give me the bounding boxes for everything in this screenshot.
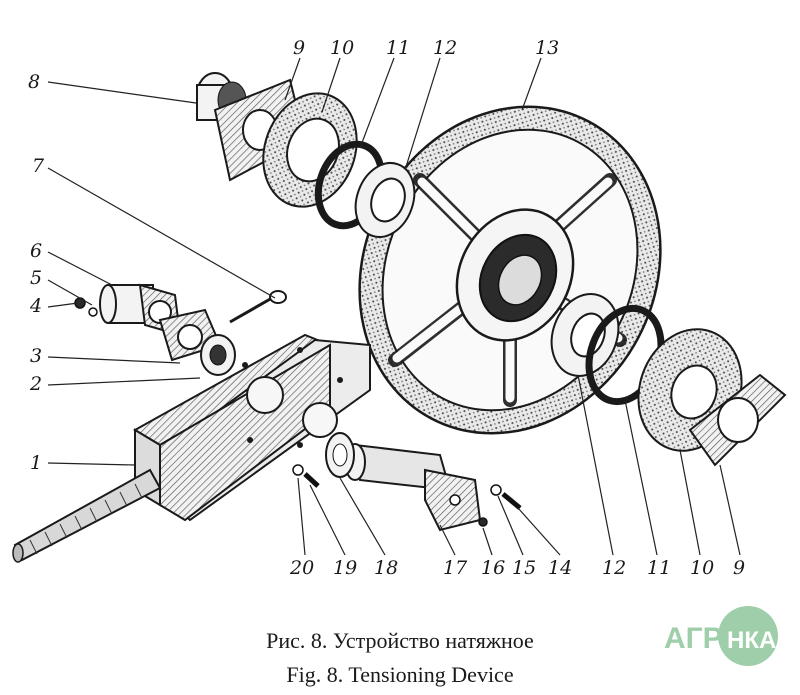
callout-3: 3 <box>30 345 42 367</box>
nut-2 <box>200 334 236 376</box>
callout-4: 4 <box>29 295 42 317</box>
callout-5: 5 <box>30 267 42 289</box>
gasket-9-lower <box>688 373 787 467</box>
callout-7: 7 <box>32 155 45 177</box>
caption-en: Fig. 8. Tensioning Device <box>286 662 513 687</box>
agronika-logo: АГРО НКА <box>664 606 778 666</box>
callout-12-upper: 12 <box>433 37 457 59</box>
callout-16: 16 <box>481 557 505 579</box>
callout-14: 14 <box>548 557 572 579</box>
callout-19: 19 <box>333 557 357 579</box>
callout-11-upper: 11 <box>386 37 410 59</box>
leader-lines <box>47 57 741 556</box>
callout-10-upper: 10 <box>330 37 354 59</box>
callout-8: 8 <box>28 71 40 93</box>
bearing-12-upper <box>354 162 416 238</box>
caption-ru: Рис. 8. Устройство натяжное <box>266 628 534 653</box>
cotter-pin-7 <box>229 290 287 324</box>
callout-1: 1 <box>30 452 42 474</box>
bolt-4 <box>74 297 98 317</box>
callout-numbers: 8 9 10 11 12 13 7 6 5 4 3 2 1 20 19 18 1… <box>28 37 745 579</box>
axle-17 <box>344 443 482 532</box>
callout-6: 6 <box>30 240 42 262</box>
bolt-14-16 <box>478 484 522 527</box>
callout-18: 18 <box>374 557 398 579</box>
callout-9-upper: 9 <box>293 37 305 59</box>
frame-1 <box>12 333 371 563</box>
callout-20: 20 <box>289 557 314 579</box>
callout-15: 15 <box>512 557 536 579</box>
washer-18 <box>325 432 355 478</box>
callout-9-lower: 9 <box>733 557 745 579</box>
bolt-19-20 <box>292 464 320 488</box>
callout-17: 17 <box>443 557 468 579</box>
bearing-12-lower <box>550 293 620 377</box>
logo-circle <box>718 606 778 666</box>
callout-10-lower: 10 <box>690 557 714 579</box>
logo-text-right: НКА <box>727 627 776 654</box>
callout-2: 2 <box>29 373 42 395</box>
callout-13: 13 <box>535 37 559 59</box>
callout-12-lower: 12 <box>602 557 626 579</box>
callout-11-lower: 11 <box>647 557 671 579</box>
